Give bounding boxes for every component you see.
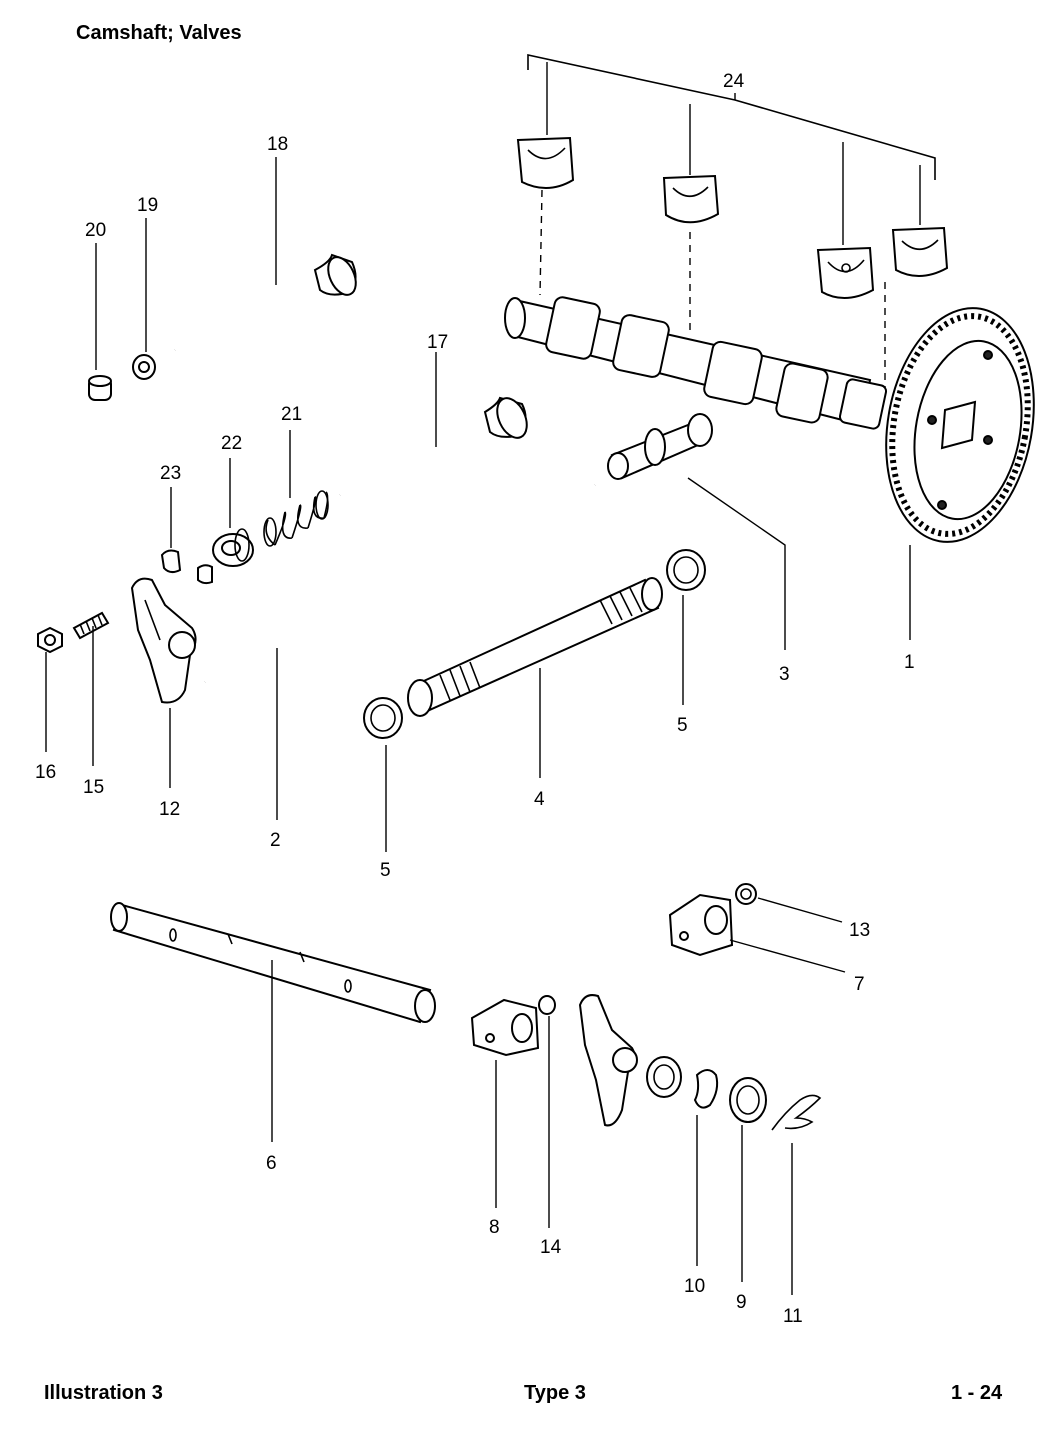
leader-lines [45, 157, 911, 1295]
callout-15: 15 [83, 777, 104, 798]
push-rod [203, 482, 597, 685]
thrust-washer [729, 1077, 767, 1123]
rocker-arm [130, 577, 197, 704]
push-rod-tube [407, 577, 663, 717]
valve-cap [132, 354, 156, 380]
callout-5-lower: 5 [380, 860, 391, 881]
callout-22: 22 [221, 433, 242, 454]
intake-valve [338, 396, 528, 498]
spring-cap [212, 528, 254, 567]
cam-follower [607, 413, 713, 480]
retaining-ring [538, 995, 556, 1015]
rocker-shaft-support [668, 893, 734, 957]
bearing-shell [891, 226, 949, 277]
footer-page-number: 1 - 24 [951, 1382, 1003, 1404]
seal-ring [666, 549, 706, 591]
callout-4: 4 [534, 789, 545, 810]
spring-washer [693, 1069, 719, 1109]
callout-18: 18 [267, 134, 288, 155]
valve-spring [263, 490, 329, 547]
washer [646, 1056, 682, 1098]
bearing-shell [516, 136, 575, 189]
bearing-shell-bracket [527, 54, 936, 245]
callout-5-upper: 5 [677, 715, 688, 736]
exhaust-valve [173, 253, 357, 353]
callout-labels: 1 2 3 4 5 5 6 7 8 9 10 11 12 13 14 15 16… [35, 71, 915, 1327]
callout-19: 19 [137, 195, 158, 216]
callout-21: 21 [281, 404, 302, 425]
callout-14: 14 [540, 1237, 562, 1258]
valve-tappet [88, 375, 112, 401]
callout-8: 8 [489, 1217, 500, 1238]
callout-23: 23 [160, 463, 181, 484]
retaining-ring [735, 883, 757, 905]
rocker-arm [578, 994, 638, 1127]
bearing-dashed-guides [539, 189, 886, 390]
callout-9: 9 [736, 1292, 747, 1313]
rocker-shaft-support [470, 998, 540, 1057]
callout-2: 2 [270, 830, 281, 851]
lock-nut [37, 626, 63, 654]
callout-3: 3 [779, 664, 790, 685]
bearing-shell [816, 246, 875, 299]
callout-17: 17 [427, 332, 448, 353]
callout-10: 10 [684, 1276, 705, 1297]
valve-keeper [160, 549, 213, 585]
callout-6: 6 [266, 1153, 277, 1174]
footer-illustration-label: Illustration 3 [44, 1382, 163, 1404]
callout-12: 12 [159, 799, 180, 820]
adjusting-screw [72, 611, 110, 640]
footer-type-label: Type 3 [524, 1382, 586, 1404]
callout-13: 13 [849, 920, 870, 941]
seal-ring [363, 697, 403, 739]
callout-7: 7 [854, 974, 865, 995]
callout-16: 16 [35, 762, 56, 783]
callout-11: 11 [783, 1306, 803, 1327]
clip [771, 1094, 822, 1131]
camshaft [504, 296, 888, 430]
bearing-shell [662, 174, 720, 224]
camshaft-gear [885, 307, 1035, 543]
page-title: Camshaft; Valves [76, 22, 242, 44]
callout-1: 1 [904, 652, 915, 673]
rocker-shaft [110, 902, 436, 1024]
callout-24: 24 [723, 71, 745, 92]
callout-20: 20 [85, 220, 106, 241]
